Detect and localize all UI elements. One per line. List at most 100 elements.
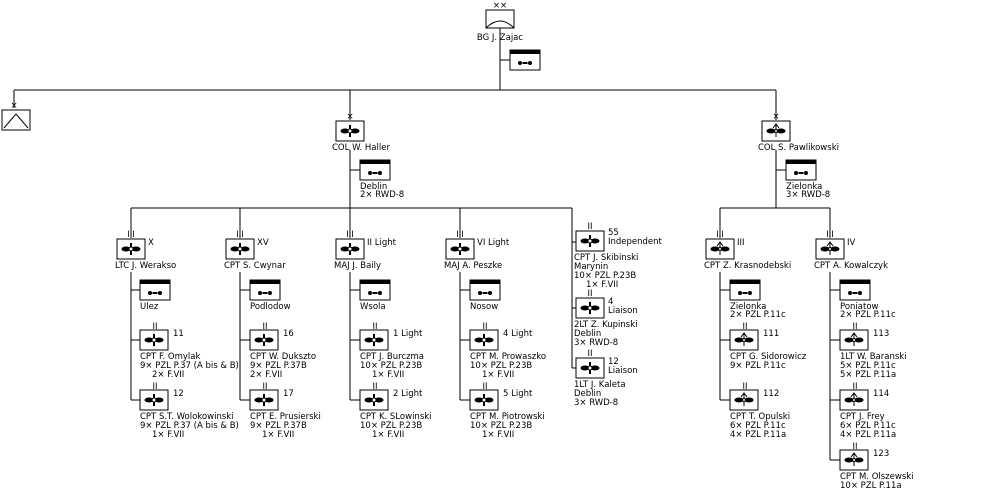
squadron-commander: 2LT Z. Kupinski [574, 320, 638, 330]
base-name: Wsola [360, 302, 386, 312]
squadron-size-marker: II [262, 322, 267, 332]
base-aircraft: 2× PZL P.11c [730, 310, 786, 320]
squadron-size-marker: II [742, 322, 747, 332]
squadron-1-light: II 1 Light CPT J. Burczma 10× PZL P.23B … [359, 322, 424, 380]
wing-ii-light-base: Wsola [359, 279, 391, 312]
brigade-pawlikowski: × COL S. Pawlikowski [758, 112, 839, 153]
squadron-114: II 114 CPT J. Frey 6× PZL P.11c 4× PZL P… [839, 382, 896, 440]
squadron-number: 112 [763, 389, 779, 399]
squadron-aircraft: 9× PZL P.37B [250, 421, 307, 431]
pawlikowski-support-flight: Zielonka 3× RWD-8 [785, 159, 830, 200]
squadron-size-marker: II [372, 382, 377, 392]
squadron-aircraft: 1× F.VII [586, 280, 618, 290]
squadron-base: Deblin [574, 389, 601, 399]
squadron-commander: CPT F. Omylak [140, 352, 200, 362]
squadron-5-light: II 5 Light CPT M. Piotrowski 10× PZL P.2… [469, 382, 545, 440]
base-name: Podlodow [250, 302, 291, 312]
squadron-size-marker: II [852, 442, 857, 452]
wing-x: III X LTC J. Werakso [115, 230, 176, 271]
squadron-commander: CPT J. Frey [840, 412, 885, 422]
base-aircraft: 2× PZL P.11c [840, 310, 896, 320]
squadron-aircraft: 1× F.VII [372, 430, 404, 440]
squadron-type: Liaison [608, 306, 638, 316]
support-aircraft: 2× RWD-8 [360, 190, 404, 200]
brigade-size-marker: × [772, 112, 779, 122]
wing-number: XV [257, 238, 269, 248]
wing-iv: III IV CPT A. Kowalczyk [814, 230, 888, 271]
base-name: Ulez [140, 302, 159, 312]
squadron-size-marker: II [742, 382, 747, 392]
squadron-size-marker: II [482, 322, 487, 332]
wing-vi-light: III VI Light MAJ A. Peszke [444, 230, 510, 271]
base-name: Nosow [470, 302, 498, 312]
squadron-commander: 1LT J. Kaleta [574, 380, 626, 390]
squadron-11: II 11 CPT F. Omylak 9× PZL P.37 (A bis &… [139, 322, 239, 380]
squadron-type: Independent [608, 237, 663, 247]
squadron-aircraft: 5× PZL P.11c [840, 361, 896, 371]
squadron-4-light: II 4 Light CPT M. Prowaszko 10× PZL P.23… [469, 322, 546, 380]
wing-commander: CPT A. Kowalczyk [814, 261, 888, 271]
squadron-2-light: II 2 Light CPT K. SLowinski 10× PZL P.23… [359, 382, 432, 440]
squadron-number: 5 Light [503, 389, 533, 399]
squadron-aircraft: 10× PZL P.23B [360, 361, 422, 371]
brigade-commander: COL W. Haller [332, 143, 390, 153]
squadron-size-marker: II [587, 222, 592, 232]
squadron-commander: CPT M. Prowaszko [470, 352, 546, 362]
squadron-number: 113 [873, 329, 889, 339]
squadron-size-marker: II [587, 349, 592, 359]
squadron-4-liaison: II 4 Liaison 2LT Z. Kupinski Deblin 3× R… [574, 289, 638, 348]
squadron-size-marker: II [262, 382, 267, 392]
squadron-commander: CPT W. Dukszto [250, 352, 316, 362]
support-aircraft: 3× RWD-8 [786, 190, 830, 200]
wing-size-marker: III [716, 230, 724, 240]
squadron-commander: CPT G. Sidorowicz [730, 352, 807, 362]
squadron-aircraft: 4× PZL P.11a [730, 430, 786, 440]
squadron-aircraft: 9× PZL P.37B [250, 361, 307, 371]
wing-number: X [148, 238, 154, 248]
squadron-aircraft: 4× PZL P.11a [840, 430, 896, 440]
squadron-base: Marynin [574, 262, 608, 272]
squadron-base: Deblin [574, 329, 601, 339]
wing-size-marker: III [456, 230, 464, 240]
squadron-aircraft: 10× PZL P.11a [840, 481, 902, 491]
squadron-number: 4 Light [503, 329, 533, 339]
squadron-number: 2 Light [393, 389, 423, 399]
squadron-commander: CPT M. Olszewski [840, 472, 914, 482]
squadron-number: 17 [283, 389, 294, 399]
wing-xv: III XV CPT S. Cwynar [224, 230, 286, 271]
wing-number: IV [847, 238, 856, 248]
squadron-number: 12 [173, 389, 184, 399]
wing-x-base: Ulez [139, 279, 171, 312]
wing-xv-base: Podlodow [249, 279, 291, 312]
squadron-aircraft: 9× PZL P.37 (A bis & B) [140, 421, 239, 431]
squadron-size-marker: II [587, 289, 592, 299]
squadron-aircraft: 2× F.VII [250, 370, 282, 380]
squadron-aircraft: 1× F.VII [152, 430, 184, 440]
wing-vi-light-base: Nosow [469, 279, 501, 312]
squadron-size-marker: II [852, 322, 857, 332]
squadron-aircraft: 10× PZL P.23B [574, 271, 636, 281]
anti-aircraft-icon [3, 113, 29, 129]
squadron-number: 11 [173, 329, 184, 339]
brigade-haller: × COL W. Haller [332, 112, 390, 153]
connector-lines [13, 28, 840, 461]
squadron-commander: CPT T. Opulski [730, 412, 790, 422]
squadron-type: Liaison [608, 366, 638, 376]
squadron-commander: CPT E. Prusierski [250, 412, 321, 422]
wing-iii: III III CPT Z. Krasnodebski [704, 230, 791, 271]
brigade-size-marker: × [346, 112, 353, 122]
hq-commander: BG J. Zajac [477, 33, 523, 43]
squadron-size-marker: II [152, 322, 157, 332]
squadron-123: II 123 CPT M. Olszewski 10× PZL P.11a [839, 442, 914, 491]
wing-iv-base: Poniatow 2× PZL P.11c [839, 279, 896, 320]
brigade-commander: COL S. Pawlikowski [758, 143, 839, 153]
squadron-commander: CPT J. Burczma [360, 352, 424, 362]
aa-size-marker: × [10, 101, 17, 111]
squadron-aircraft: 1× F.VII [262, 430, 294, 440]
wing-commander: MAJ A. Peszke [444, 261, 502, 271]
squadron-aircraft: 10× PZL P.23B [470, 421, 532, 431]
squadron-113: II 113 1LT W. Baranski 5× PZL P.11c 5× P… [839, 322, 907, 380]
base-name: Zielonka [730, 302, 766, 312]
squadron-16: II 16 CPT W. Dukszto 9× PZL P.37B 2× F.V… [249, 322, 316, 380]
wing-commander: LTC J. Werakso [115, 261, 176, 271]
